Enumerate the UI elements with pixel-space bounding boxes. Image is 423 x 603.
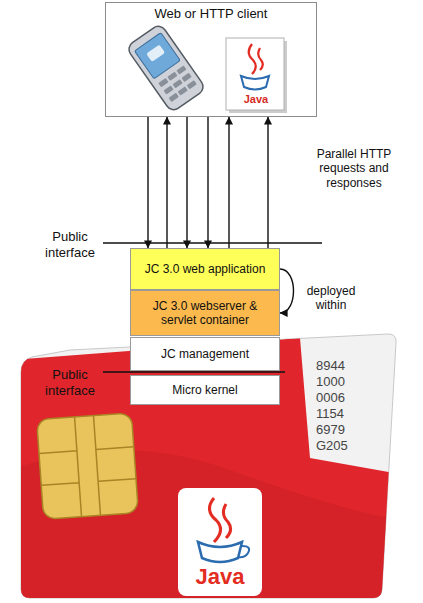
card-number: G205: [316, 438, 360, 454]
interface-label: Public interface: [38, 367, 102, 398]
management-box: JC management: [130, 337, 280, 371]
sim-chip: [37, 413, 139, 519]
card-number: 1000: [316, 374, 360, 390]
box-label: JC 3.0 webserver & servlet container: [137, 299, 273, 328]
logo-text: Java: [232, 93, 280, 106]
connector-arrow: [280, 269, 294, 313]
java-logo: [226, 38, 287, 113]
card-number: 8944: [316, 358, 360, 374]
phone-picture: [126, 23, 206, 113]
connector-arrow: [267, 117, 268, 248]
connector-label: deployed within: [300, 284, 362, 313]
connector-arrow: [228, 117, 229, 248]
web-app-box: JC 3.0 web application: [130, 248, 280, 290]
interface-line: [103, 242, 322, 244]
connector-arrow: [207, 117, 208, 248]
client-box: Web or HTTP client: [105, 2, 317, 117]
box-label: Micro kernel: [172, 383, 237, 397]
card-number: 6979: [316, 422, 360, 438]
java-logo: [178, 488, 262, 596]
card-number: 1154: [316, 406, 360, 422]
note-label: Parallel HTTP requests and responses: [300, 147, 408, 190]
sim-card: [10, 334, 400, 603]
kernel-box: Micro kernel: [130, 375, 280, 405]
connector-arrow: [147, 117, 148, 248]
card-number: 0006: [316, 390, 360, 406]
interface-line: [103, 371, 285, 373]
box-label: JC management: [161, 347, 249, 361]
connector-arrow: [186, 117, 187, 248]
box-label: Web or HTTP client: [155, 6, 268, 22]
interface-label: Public interface: [38, 229, 102, 260]
webserver-box: JC 3.0 webserver & servlet container: [130, 290, 280, 336]
box-label: JC 3.0 web application: [145, 262, 266, 276]
connector-arrow: [166, 117, 167, 248]
logo-text: Java: [182, 564, 258, 590]
